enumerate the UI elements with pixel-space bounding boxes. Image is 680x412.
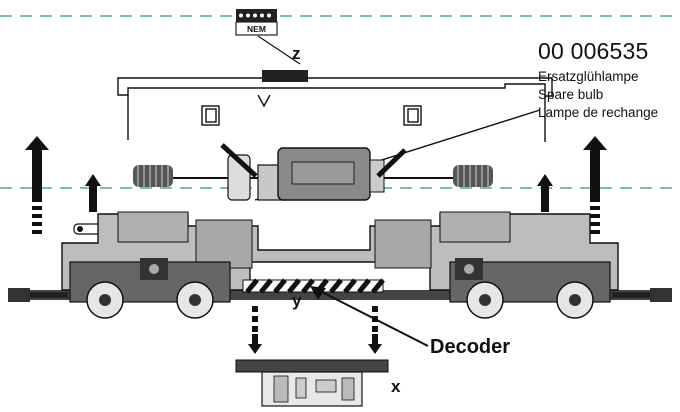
spare-bulb-description-en: Spare bulb — [538, 87, 604, 102]
decoder-board — [235, 359, 389, 407]
motor-assembly — [133, 147, 493, 201]
lift-arrow-right-inner — [537, 174, 553, 212]
coupler-left — [8, 288, 68, 302]
bogie-right — [449, 258, 611, 319]
coupler-right — [612, 288, 672, 302]
nem-socket-icon — [235, 9, 278, 36]
pointer-arrow-left — [220, 143, 258, 178]
spare-bulb-part-number: 00 006535 — [538, 38, 649, 64]
bogie-left — [69, 258, 231, 319]
label-y: y — [292, 291, 302, 310]
chassis-shell — [117, 77, 553, 142]
worm-gear-left — [133, 165, 173, 187]
lift-arrow-right-outer — [583, 136, 607, 234]
decoder-label: Decoder — [430, 336, 511, 358]
pointer-arrow-right — [376, 148, 407, 178]
spare-bulb-description-de: Ersatzglühlampe — [538, 69, 639, 84]
decoder-insert-arrow-left — [248, 306, 262, 354]
decoder-plug-socket — [262, 70, 308, 82]
spare-bulb-description-fr: Lampe de rechange — [538, 105, 659, 120]
label-z: z — [292, 44, 301, 63]
lift-arrow-left-outer — [25, 136, 49, 234]
nem-label: NEM — [247, 24, 266, 34]
worm-gear-right — [453, 165, 493, 187]
decoder-insert-arrow-right — [368, 306, 382, 354]
label-x: x — [391, 377, 401, 396]
decoder-slot — [242, 278, 385, 294]
connector-line-z — [257, 35, 301, 65]
lift-arrow-left-inner — [85, 174, 101, 212]
